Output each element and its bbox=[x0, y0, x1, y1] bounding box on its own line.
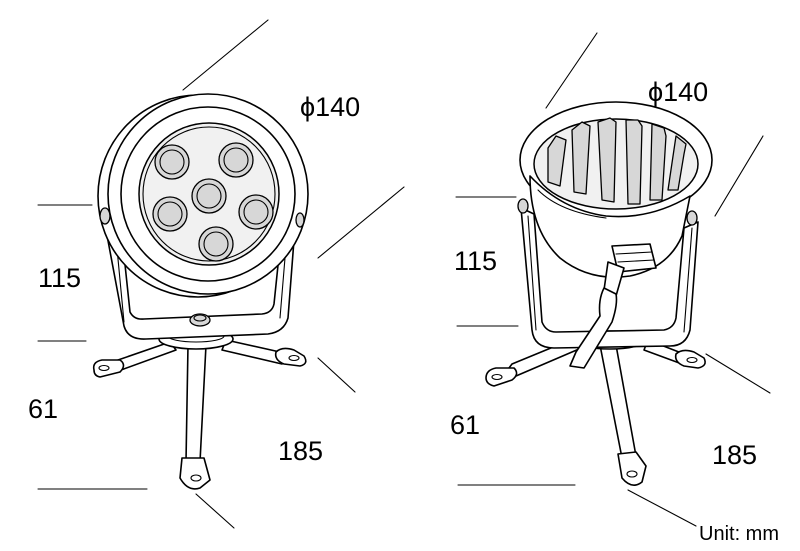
back-base-height-label: 61 bbox=[450, 410, 480, 440]
back-diameter-label: ϕ140 bbox=[648, 77, 708, 107]
back-tripod bbox=[485, 330, 706, 486]
back-height-label: 115 bbox=[454, 246, 497, 276]
unit-label: Unit: mm bbox=[699, 523, 779, 545]
front-spread-label: 185 bbox=[278, 436, 323, 466]
front-tripod bbox=[92, 328, 307, 490]
front-height-label: 115 bbox=[38, 263, 81, 293]
back-view: ϕ140 115 61 185 bbox=[450, 32, 771, 527]
back-cooling-fins bbox=[547, 117, 687, 205]
front-led-array bbox=[152, 142, 274, 262]
front-base-height-label: 61 bbox=[28, 394, 58, 424]
front-view: ϕ140 115 61 185 bbox=[28, 19, 405, 529]
front-diameter-label: ϕ140 bbox=[300, 92, 360, 122]
front-lamp-head bbox=[97, 93, 309, 298]
front-dimension-lines bbox=[37, 19, 405, 529]
back-spread-label: 185 bbox=[712, 440, 757, 470]
back-dimension-lines bbox=[455, 32, 771, 527]
back-cable-gland bbox=[569, 243, 657, 369]
